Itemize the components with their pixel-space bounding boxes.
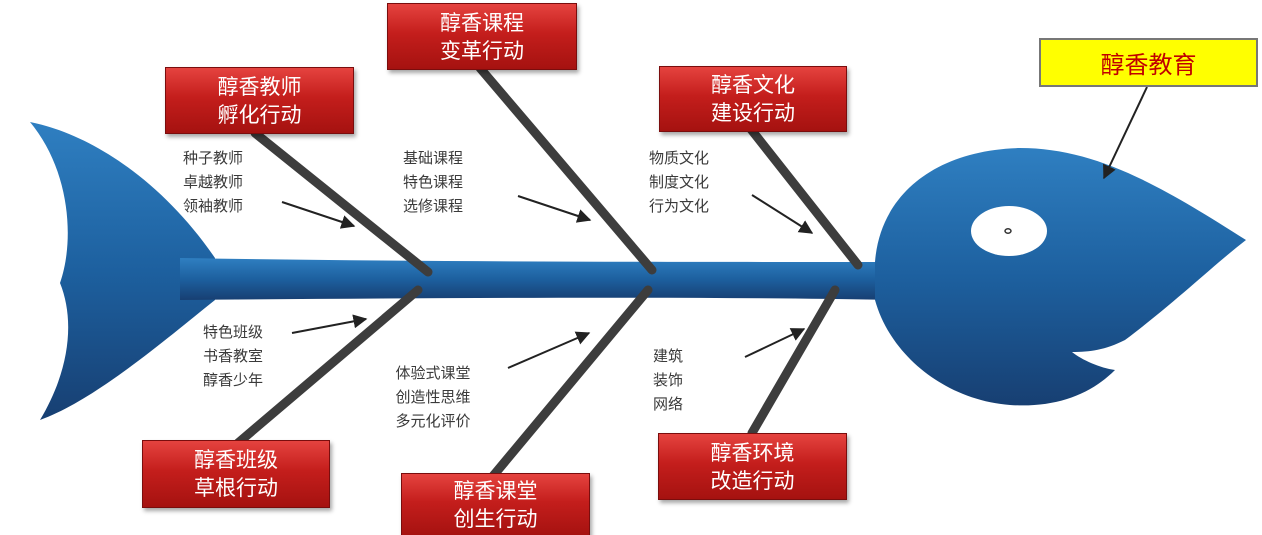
box-curriculum: 醇香课程 变革行动 xyxy=(387,3,577,70)
arrow-classroom xyxy=(507,331,591,369)
fish-spine xyxy=(180,258,900,300)
item-environment-1: 装饰 xyxy=(652,371,683,389)
bone-environment xyxy=(747,285,840,438)
item-class-0: 特色班级 xyxy=(202,323,263,341)
box-class: 醇香班级 草根行动 xyxy=(142,440,330,508)
arrow-teacher xyxy=(281,201,356,229)
item-teacher-0: 种子教师 xyxy=(182,149,243,167)
title-text: 醇香教育 xyxy=(1100,51,1197,79)
items-curriculum: 基础课程 特色课程 选修课程 xyxy=(386,146,480,218)
box-class-line1: 醇香班级 xyxy=(194,448,278,472)
box-environment-line1: 醇香环境 xyxy=(710,440,795,465)
fish-tail xyxy=(30,122,215,420)
box-environment-line2: 改造行动 xyxy=(710,468,795,493)
box-classroom-line1: 醇香课堂 xyxy=(453,479,538,503)
item-culture-2: 行为文化 xyxy=(648,197,709,215)
item-culture-1: 制度文化 xyxy=(648,173,709,191)
fish-pupil xyxy=(1004,228,1012,234)
box-culture: 醇香文化 建设行动 xyxy=(659,66,847,132)
box-teacher-line2: 孵化行动 xyxy=(217,102,302,127)
title-box: 醇香教育 xyxy=(1039,38,1258,87)
item-class-1: 书香教室 xyxy=(202,347,263,365)
box-culture-line1: 醇香文化 xyxy=(711,73,795,97)
item-curriculum-1: 特色课程 xyxy=(402,173,463,191)
box-environment: 醇香环境 改造行动 xyxy=(658,433,847,500)
item-environment-0: 建筑 xyxy=(652,347,683,365)
item-curriculum-2: 选修课程 xyxy=(402,197,463,215)
item-classroom-1: 创造性思维 xyxy=(395,388,471,406)
box-curriculum-line1: 醇香课程 xyxy=(440,10,524,35)
bone-curriculum xyxy=(475,63,657,275)
items-teacher: 种子教师 卓越教师 领袖教师 xyxy=(166,146,260,218)
box-curriculum-line2: 变革行动 xyxy=(440,38,524,63)
fish-head xyxy=(875,148,1246,406)
box-classroom-line2: 创生行动 xyxy=(453,507,538,531)
items-classroom: 体验式课堂 创造性思维 多元化评价 xyxy=(378,361,488,433)
item-culture-0: 物质文化 xyxy=(648,149,709,167)
items-culture: 物质文化 制度文化 行为文化 xyxy=(632,146,726,218)
item-teacher-2: 领袖教师 xyxy=(182,197,243,215)
arrow-curriculum xyxy=(517,195,592,223)
box-culture-line2: 建设行动 xyxy=(711,101,795,125)
arrow-environment xyxy=(744,328,806,358)
bone-culture xyxy=(745,123,863,270)
item-class-2: 醇香少年 xyxy=(202,371,263,389)
items-environment: 建筑 装饰 网络 xyxy=(638,344,698,416)
item-classroom-2: 多元化评价 xyxy=(395,412,471,430)
box-classroom: 醇香课堂 创生行动 xyxy=(401,473,590,535)
item-environment-2: 网络 xyxy=(652,395,683,413)
box-class-line2: 草根行动 xyxy=(194,476,278,500)
arrow-class xyxy=(291,314,368,334)
item-teacher-1: 卓越教师 xyxy=(182,173,243,191)
items-class: 特色班级 书香教室 醇香少年 xyxy=(186,320,280,392)
box-teacher: 醇香教师 孵化行动 xyxy=(165,67,354,134)
bone-class xyxy=(233,285,423,448)
arrow-title xyxy=(1103,86,1148,180)
bone-teacher xyxy=(250,128,433,277)
item-curriculum-0: 基础课程 xyxy=(402,149,463,167)
box-teacher-line1: 醇香教师 xyxy=(217,74,302,99)
arrow-culture xyxy=(751,194,814,234)
item-classroom-0: 体验式课堂 xyxy=(395,364,471,382)
bone-classroom xyxy=(488,285,653,481)
